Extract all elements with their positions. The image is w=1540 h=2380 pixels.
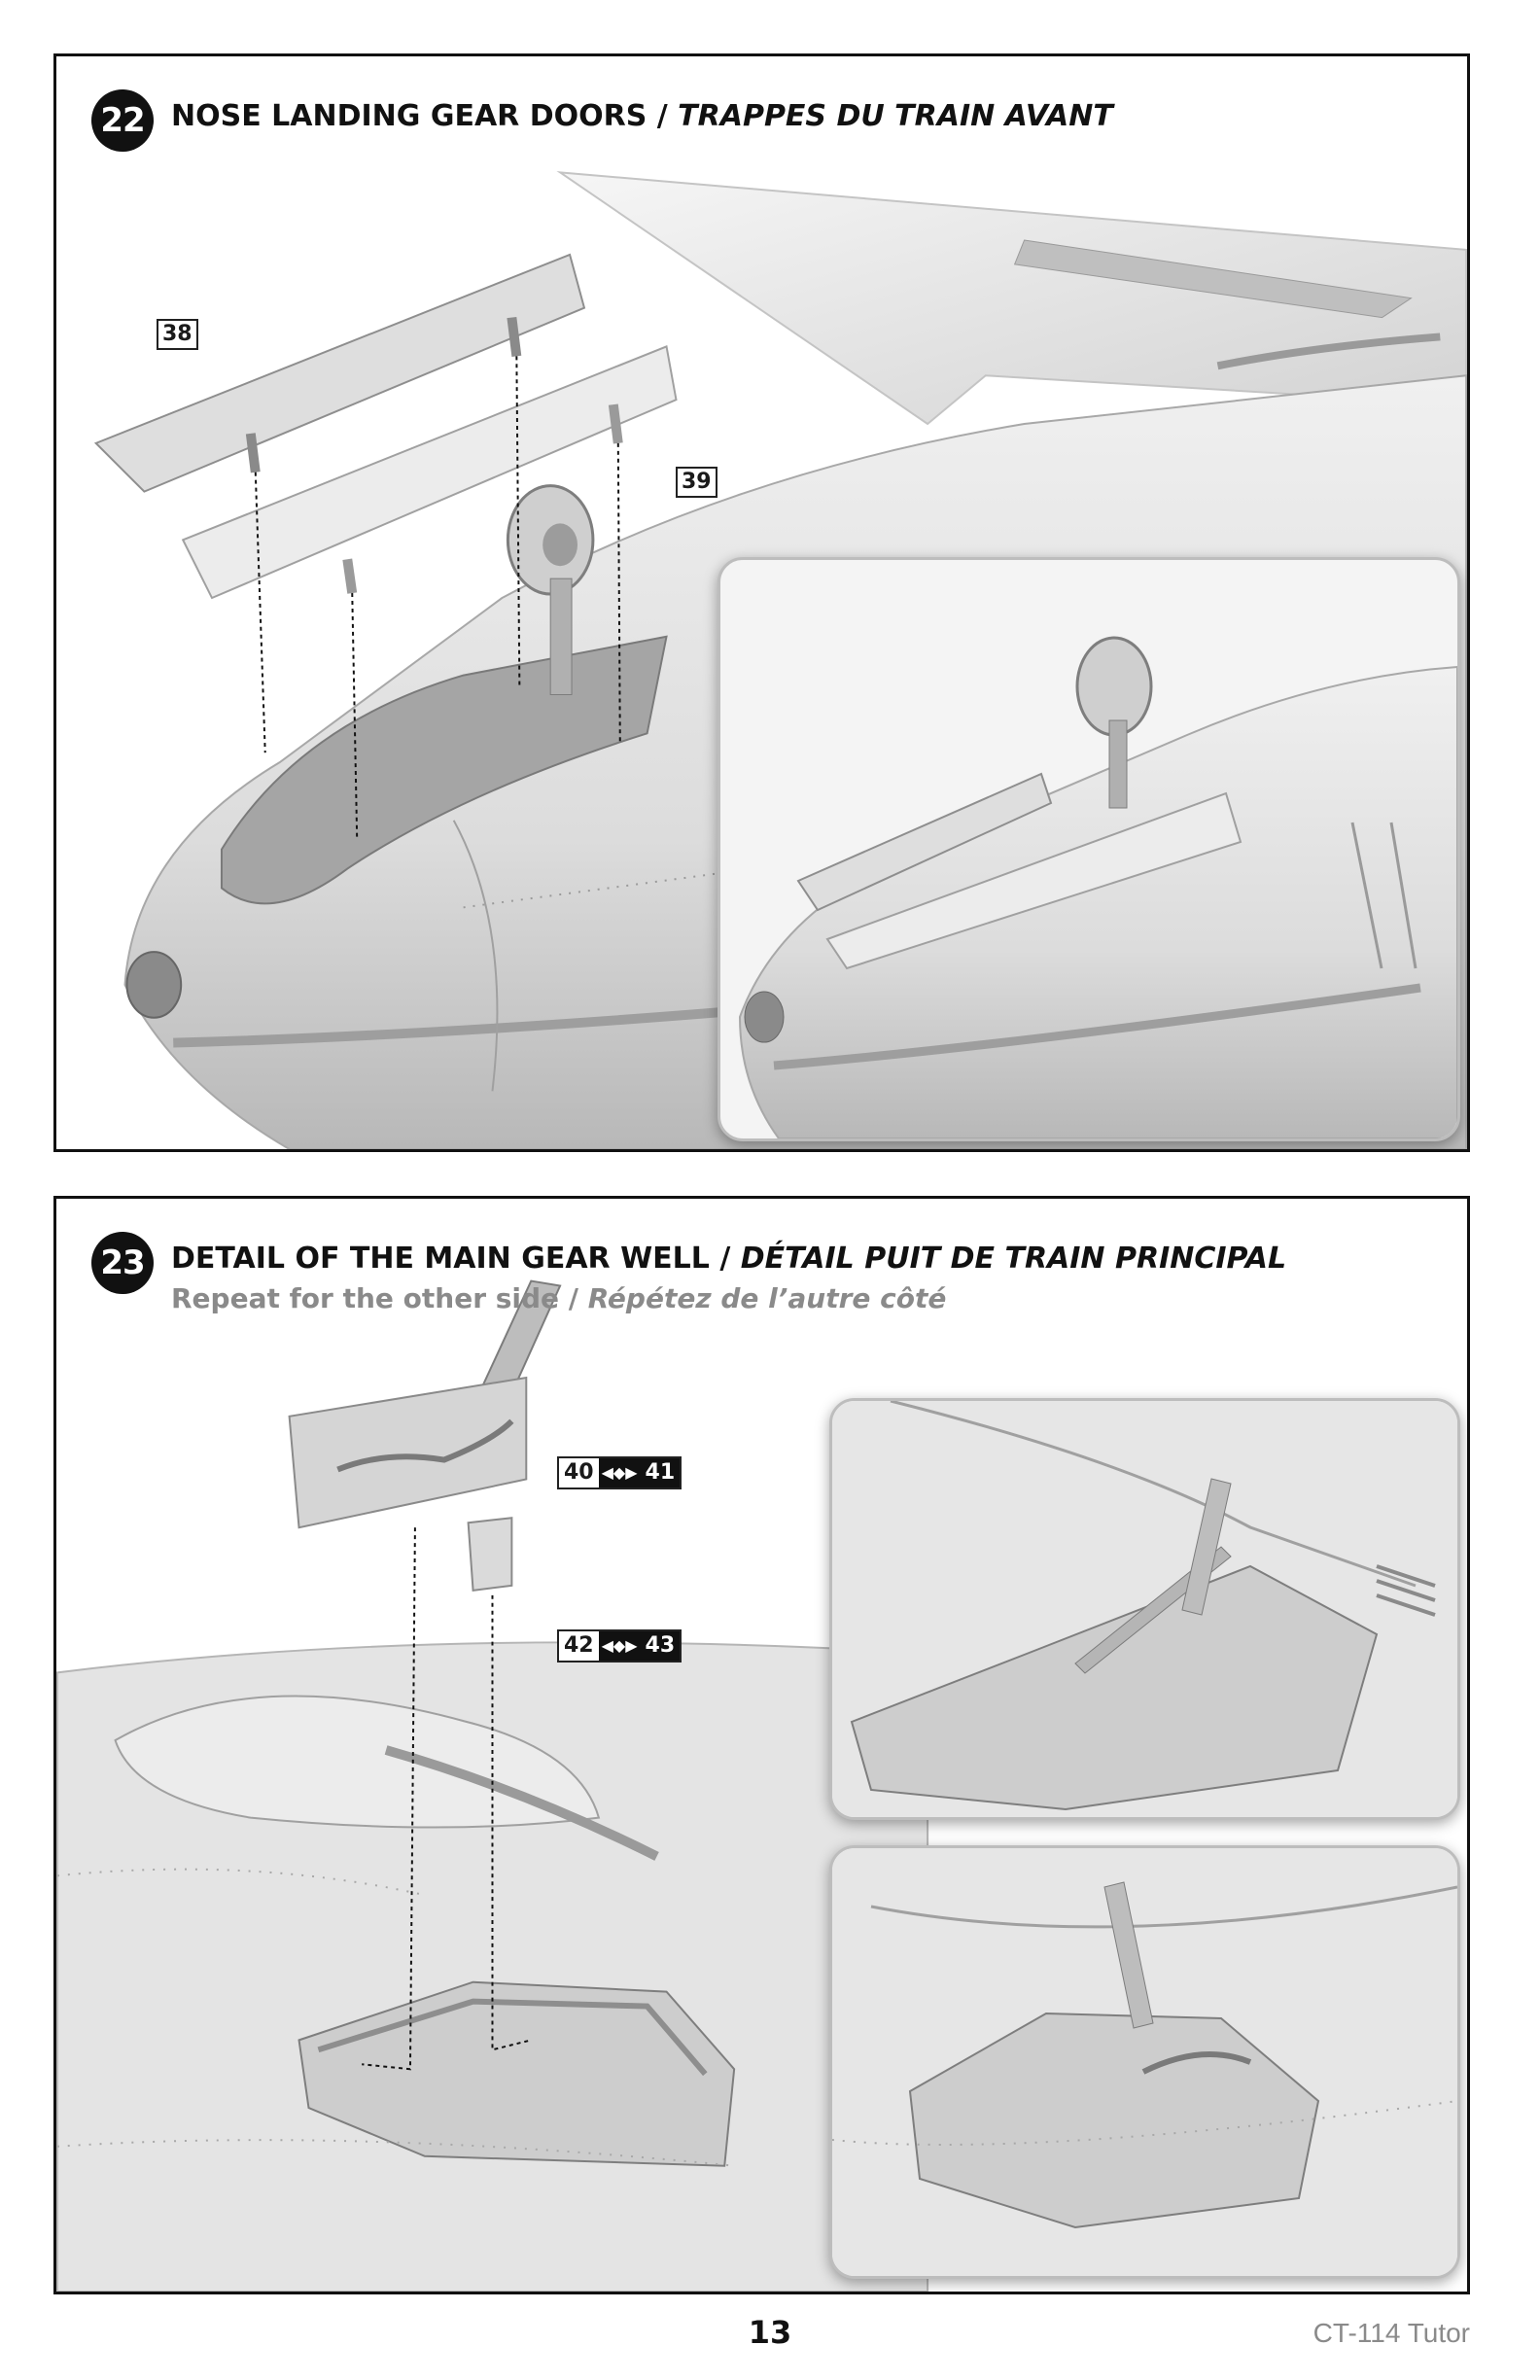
left-well-assembled-illustration: [832, 1401, 1457, 1817]
step-22-panel: 22 NOSE LANDING GEAR DOORS / TRAPPES DU …: [53, 53, 1470, 1152]
step-title: DETAIL OF THE MAIN GEAR WELL / DÉTAIL PU…: [171, 1242, 1286, 1276]
left-well-inset: [829, 1398, 1460, 1820]
step-number-badge: 23: [91, 1232, 154, 1294]
part-number-41: 41: [640, 1458, 681, 1488]
step-title: NOSE LANDING GEAR DOORS / TRAPPES DU TRA…: [171, 99, 1113, 133]
step-title-fr: DÉTAIL PUIT DE TRAIN PRINCIPAL: [730, 1242, 1287, 1276]
step-subtitle-fr: Répétez de l’autre côté: [578, 1282, 947, 1314]
step-subtitle: Repeat for the other side / Répétez de l…: [171, 1282, 946, 1314]
diamond-arrows-icon: ◀◆▶: [598, 1631, 641, 1661]
diamond-arrows-icon: ◀◆▶: [598, 1458, 641, 1488]
step-title-en: NOSE LANDING GEAR DOORS /: [171, 99, 668, 133]
page-number: 13: [748, 2314, 792, 2351]
model-name: CT-114 Tutor: [1312, 2318, 1470, 2348]
part-number-40: 40: [564, 1460, 594, 1485]
part-number-38: 38: [157, 319, 198, 350]
part-number-43: 43: [640, 1631, 681, 1661]
right-well-assembled-illustration: [832, 1848, 1457, 2276]
nose-gear-assembled-illustration: [738, 636, 1457, 1138]
step-number-badge: 22: [91, 89, 154, 152]
part-pair-40-41: 40 ◀◆▶ 41: [557, 1456, 682, 1489]
main-gear-well-illustration: [56, 1279, 929, 2292]
right-well-inset: [829, 1845, 1460, 2279]
step-title-fr: TRAPPES DU TRAIN AVANT: [667, 99, 1113, 133]
part-number-42: 42: [564, 1633, 594, 1658]
step-subtitle-en: Repeat for the other side /: [171, 1282, 579, 1314]
step-23-panel: 23 DETAIL OF THE MAIN GEAR WELL / DÉTAIL…: [53, 1196, 1470, 2294]
assembled-view-inset: [718, 557, 1460, 1141]
part-number-39: 39: [676, 467, 718, 498]
step-title-en: DETAIL OF THE MAIN GEAR WELL /: [171, 1242, 731, 1276]
part-pair-42-43: 42 ◀◆▶ 43: [557, 1629, 682, 1662]
